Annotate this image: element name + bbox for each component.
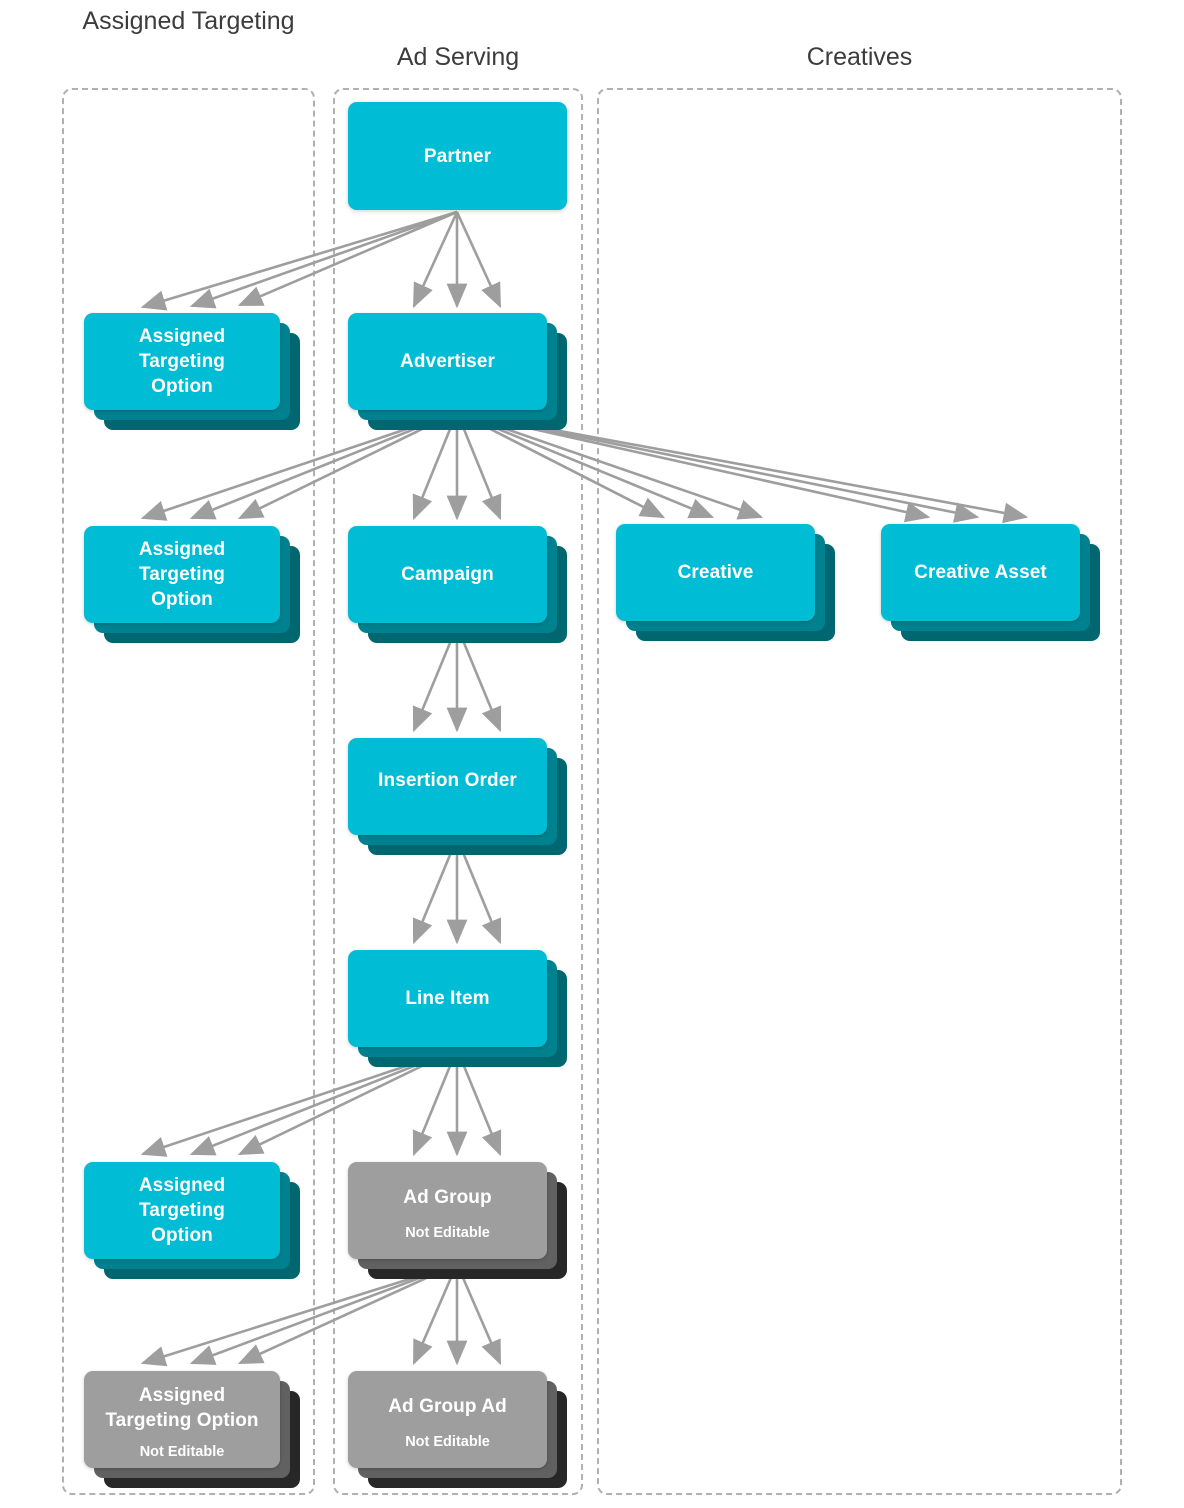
node-ad-group-ad-title: Ad Group Ad (388, 1396, 507, 1417)
node-insertion-order[interactable]: Insertion Order (348, 738, 567, 855)
node-assigned-targeting-option-1-title: Assigned Targeting Option (138, 326, 226, 397)
node-assigned-targeting-option-3[interactable]: Assigned Targeting Option (84, 1162, 300, 1279)
column-header-ad-serving: Ad Serving (396, 43, 520, 71)
node-creative[interactable]: Creative (616, 524, 835, 641)
node-advertiser-title: Advertiser (400, 351, 495, 372)
node-ad-group-ad-not-editable-label: Not Editable (405, 1434, 490, 1450)
group-box-creatives (597, 88, 1122, 1495)
group-box-ad-serving (333, 88, 583, 1495)
node-assigned-targeting-option-2[interactable]: Assigned Targeting Option (84, 526, 300, 643)
node-partner[interactable]: Partner (348, 102, 567, 210)
group-box-assigned-targeting (62, 88, 315, 1495)
node-assigned-targeting-option-1[interactable]: Assigned Targeting Option (84, 313, 300, 430)
column-header-assigned-targeting: Assigned Targeting (82, 7, 295, 35)
node-insertion-order-title: Insertion Order (378, 770, 517, 791)
node-assigned-targeting-option-3-title: Assigned Targeting Option (138, 1175, 226, 1246)
node-assigned-targeting-option-4-not-editable-label: Not Editable (139, 1443, 225, 1460)
node-assigned-targeting-option-4[interactable]: Assigned Targeting Option Not Editable (84, 1371, 300, 1488)
node-campaign[interactable]: Campaign (348, 526, 567, 643)
node-ad-group[interactable]: Ad Group Not Editable (348, 1162, 567, 1279)
node-creative-asset[interactable]: Creative Asset (881, 524, 1100, 641)
node-assigned-targeting-option-2-title: Assigned Targeting Option (138, 539, 226, 610)
node-creative-title: Creative (677, 562, 754, 583)
column-header-creatives: Creatives (806, 43, 913, 71)
node-ad-group-ad[interactable]: Ad Group Ad Not Editable (348, 1371, 567, 1488)
node-line-item-title: Line Item (405, 988, 490, 1009)
node-ad-group-not-editable-label: Not Editable (405, 1225, 490, 1241)
node-assigned-targeting-option-4-title: Assigned Targeting Option (105, 1384, 259, 1431)
node-advertiser[interactable]: Advertiser (348, 313, 567, 430)
node-partner-title: Partner (423, 145, 492, 167)
node-ad-group-title: Ad Group (403, 1187, 492, 1208)
node-creative-asset-title: Creative Asset (914, 562, 1047, 583)
node-campaign-title: Campaign (401, 564, 494, 585)
node-line-item[interactable]: Line Item (348, 950, 567, 1067)
